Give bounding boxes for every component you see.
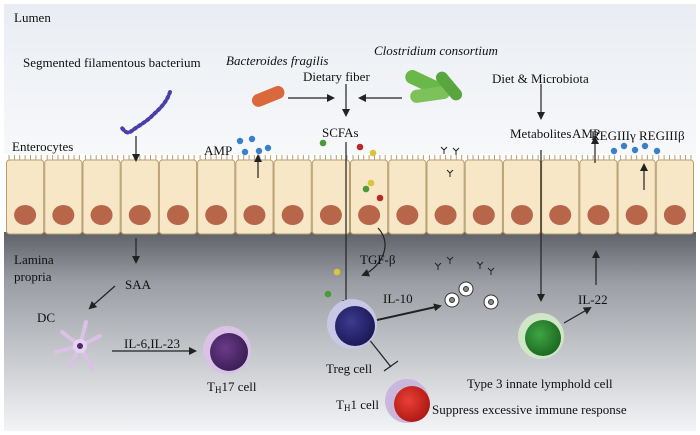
- enterocyte-nucleus: [52, 205, 75, 225]
- th1-cell: [394, 386, 430, 422]
- metabolites-label: Metabolites: [510, 126, 572, 141]
- th17-cell: [210, 333, 248, 371]
- enterocyte-nucleus: [319, 205, 342, 225]
- microvilli: [352, 155, 386, 160]
- enterocyte-nucleus: [625, 205, 648, 225]
- enterocyte-nucleus: [511, 205, 533, 225]
- microvilli: [276, 155, 310, 160]
- enterocyte-nucleus: [90, 205, 113, 225]
- amp-right-label: AMP: [572, 126, 601, 141]
- amp-dots-right: [610, 142, 661, 155]
- tgf-label: TGF-β: [360, 252, 396, 267]
- diet-label: Diet & Microbiota: [492, 71, 589, 86]
- amp-left-label: AMP: [204, 143, 233, 158]
- microvilli: [505, 155, 539, 160]
- lumen-area: [4, 4, 696, 154]
- microvilli: [390, 155, 424, 160]
- microvilli: [428, 155, 463, 160]
- il22-label: IL-22: [578, 292, 608, 307]
- enterocyte-nucleus: [243, 205, 266, 225]
- microvilli: [314, 155, 348, 160]
- fiber-label: Dietary fiber: [303, 69, 370, 84]
- microvilli: [543, 155, 577, 160]
- antibody-glyphs: [434, 146, 495, 275]
- sfb-bacterium: [120, 90, 172, 135]
- il10-target-cells: [444, 281, 499, 310]
- enterocyte-nucleus: [587, 205, 610, 225]
- il10-label: IL-10: [383, 291, 413, 306]
- dendritic-cell: [54, 320, 102, 370]
- th1-label: TH1 cell: [336, 397, 379, 413]
- microvilli: [199, 155, 233, 160]
- microvilli: [46, 155, 80, 160]
- scfa-dots: [319, 139, 384, 298]
- th17-label: TH17 cell: [207, 379, 257, 395]
- lamina-label-2: propria: [14, 269, 52, 284]
- clost-label: Clostridium consortium: [374, 43, 498, 58]
- reg-label: REGIIIγ REGIIIβ: [591, 128, 685, 143]
- enterocyte-nucleus: [434, 205, 457, 225]
- microvilli: [8, 155, 42, 160]
- enterocytes-label: Enterocytes: [12, 139, 74, 154]
- enterocyte-nucleus: [549, 205, 572, 225]
- arrows: [88, 84, 648, 372]
- treg-label: Treg cell: [326, 361, 373, 376]
- enterocyte-nucleus: [663, 205, 686, 225]
- lamina-label-1: Lamina: [14, 252, 54, 267]
- enterocyte-nucleus: [167, 205, 189, 225]
- sfb-label: Segmented filamentous bacterium: [23, 55, 201, 70]
- enterocyte-nucleus: [281, 205, 304, 225]
- ilc3-label: Type 3 innate lymphold cell: [467, 376, 613, 391]
- suppress-label: Suppress excessive immune response: [432, 402, 627, 417]
- microvilli: [237, 155, 272, 160]
- microvilli: [467, 155, 501, 160]
- microvilli: [84, 155, 119, 160]
- enterocyte-layer: [6, 155, 694, 235]
- dc-label: DC: [37, 310, 56, 325]
- ilc3-cell: [525, 320, 561, 356]
- bfrag-label: Bacteroides fragilis: [226, 53, 329, 68]
- microvilli: [123, 155, 157, 160]
- enterocyte-nucleus: [14, 205, 37, 225]
- microvilli: [581, 155, 616, 160]
- bacteroides-rod: [251, 86, 285, 107]
- microvilli: [658, 155, 692, 160]
- clostridium-rods: [405, 70, 463, 103]
- enterocyte-nucleus: [128, 205, 151, 225]
- il6-il23-label: IL-6,IL-23: [124, 336, 180, 351]
- enterocyte-nucleus: [205, 205, 228, 225]
- enterocyte-nucleus: [396, 205, 419, 225]
- enterocyte-nucleus: [472, 205, 495, 225]
- saa-label: SAA: [125, 277, 152, 292]
- microvilli: [620, 155, 654, 160]
- microvilli: [161, 155, 195, 160]
- scfa-label: SCFAs: [322, 125, 359, 140]
- dc-nucleus: [77, 343, 83, 349]
- treg-cell: [335, 306, 375, 346]
- amp-dots-left: [236, 135, 272, 156]
- lumen-label: Lumen: [14, 10, 51, 25]
- enterocyte-nucleus: [358, 205, 381, 225]
